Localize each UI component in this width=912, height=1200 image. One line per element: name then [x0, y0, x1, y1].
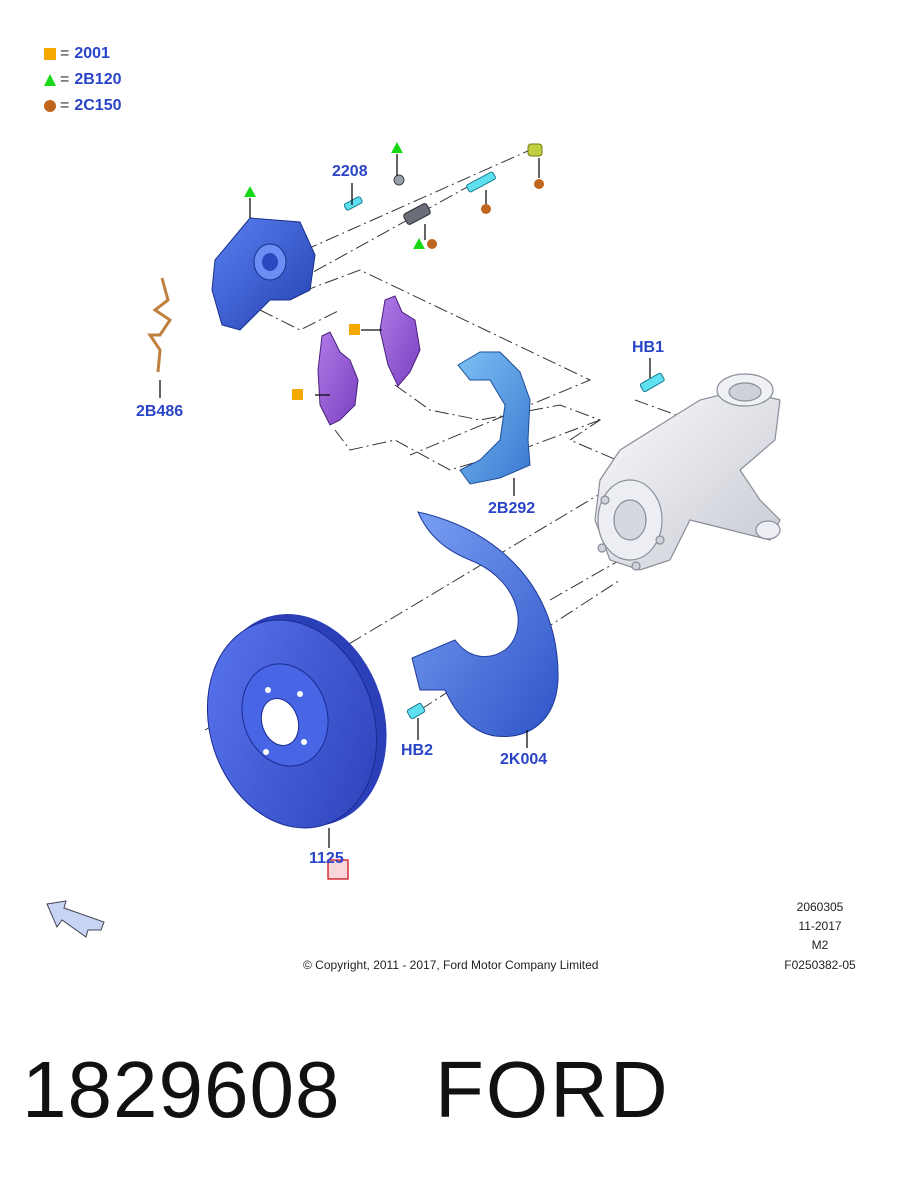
direction-arrow-icon [46, 900, 105, 938]
diagram-panel: = 2001 = 2B120 = 2C150 2208 2B486 HB1 2B… [44, 45, 856, 972]
brake-disc [206, 614, 387, 829]
triangle-marker-icon [391, 142, 403, 153]
brake-caliper [211, 217, 316, 331]
guide-pin-2208 [343, 196, 363, 211]
guide-pin-bushing [403, 203, 431, 225]
bolt-hb1 [639, 372, 665, 393]
triangle-marker-icon [244, 186, 256, 197]
callout-2b292[interactable]: 2B292 [488, 500, 536, 517]
selection-box [327, 859, 349, 880]
copyright-notice: © Copyright, 2011 - 2017, Ford Motor Com… [303, 958, 599, 972]
diagram-date: 11-2017 [798, 919, 842, 933]
square-marker-icon [292, 389, 303, 400]
guide-pin-bolt [466, 171, 496, 193]
part-markers [244, 142, 544, 400]
callout-2208[interactable]: 2208 [332, 163, 368, 180]
brake-pads [317, 295, 421, 426]
exploded-brake-diagram [46, 142, 781, 938]
diagram-id: 2060305 [796, 900, 844, 914]
legend-item-2c150: = 2C150 [44, 97, 122, 115]
legend-code: 2C150 [74, 97, 122, 114]
circle-marker-icon [44, 100, 56, 112]
anti-rattle-clip [147, 277, 173, 373]
legend-item-2b120: = 2B120 [44, 71, 122, 89]
brand-name: FORD [435, 1045, 670, 1134]
square-marker-icon [44, 48, 56, 60]
triangle-marker-icon [413, 238, 425, 249]
triangle-marker-icon [44, 74, 56, 86]
callout-2b486[interactable]: 2B486 [136, 403, 184, 420]
bleeder-cap [527, 143, 543, 157]
callout-hb1[interactable]: HB1 [632, 339, 665, 356]
diagram-revision: M2 [811, 938, 829, 952]
leader-lines [159, 154, 651, 848]
diagram-ref: F0250382-05 [784, 958, 856, 972]
square-marker-icon [349, 324, 360, 335]
circle-marker-icon [481, 204, 491, 214]
steering-knuckle [594, 373, 781, 571]
legend-code: 2001 [74, 45, 110, 62]
dust-shield [411, 511, 559, 737]
legend-equals: = [60, 97, 70, 114]
legend-equals: = [60, 71, 70, 88]
bolt-hb2 [406, 702, 426, 720]
callout-hb2[interactable]: HB2 [401, 742, 434, 759]
circle-marker-icon [534, 179, 544, 189]
caliper-bracket [457, 351, 531, 485]
part-number: 1829608 [22, 1045, 341, 1134]
callout-1125[interactable]: 1125 [309, 850, 344, 867]
legend-item-2001: = 2001 [44, 45, 110, 63]
legend-code: 2B120 [74, 71, 122, 88]
callout-2k004[interactable]: 2K004 [500, 751, 548, 768]
circle-marker-icon [427, 239, 437, 249]
legend-equals: = [60, 45, 70, 62]
cap-nut [393, 174, 405, 186]
